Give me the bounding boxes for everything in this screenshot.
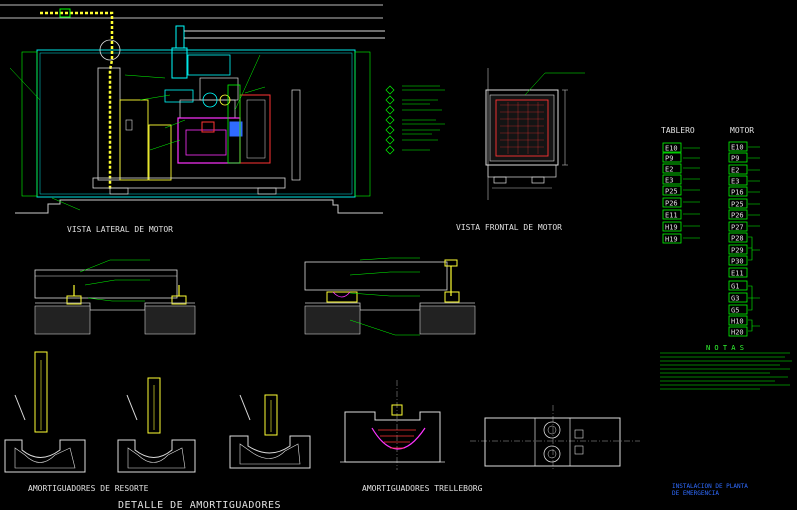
nomenclature [385, 85, 445, 155]
motor-code: H20 [731, 329, 744, 337]
motor-code: G3 [731, 295, 739, 303]
tablero-code: P9 [665, 155, 673, 163]
tablero-box [662, 197, 682, 208]
motor-box [728, 209, 748, 220]
motor-code: P16 [731, 189, 744, 197]
trelleborg-dampers [340, 380, 640, 470]
plant-title-line1: INSTALACION DE PLANTA [672, 483, 748, 490]
motor-box [728, 326, 748, 337]
tablero-box [662, 152, 682, 163]
motor-box [728, 152, 748, 163]
motor-code: G5 [731, 307, 739, 315]
motor-code: P30 [731, 258, 744, 266]
tablero-box [662, 163, 682, 174]
tablero-code: E3 [665, 177, 673, 185]
tablero-code: H19 [665, 236, 678, 244]
motor-box [728, 164, 748, 175]
motor-box [728, 267, 748, 278]
tablero-box [662, 233, 682, 244]
motor-box [728, 315, 748, 326]
motor-code: E3 [731, 178, 739, 186]
motor-code: P27 [731, 224, 744, 232]
notes-block [660, 352, 792, 390]
motor-header: MOTOR [730, 126, 754, 135]
tablero-box [662, 209, 682, 220]
tablero-header: TABLERO [661, 126, 695, 135]
tablero-box [662, 174, 682, 185]
notes-header: N O T A S [706, 344, 744, 352]
connector-lines [683, 146, 760, 332]
frontal-view-title: VISTA FRONTAL DE MOTOR [456, 223, 562, 232]
spring-dampers-title: AMORTIGUADORES DE RESORTE [28, 484, 149, 493]
support-section-right [304, 257, 476, 336]
motor-code: P28 [731, 235, 744, 243]
motor-box [728, 232, 748, 243]
tablero-code: H19 [665, 224, 678, 232]
tablero-code: E10 [665, 145, 678, 153]
motor-box [728, 255, 748, 266]
tablero-box [662, 185, 682, 196]
motor-code: E11 [731, 270, 744, 278]
motor-box [728, 304, 748, 315]
motor-box [728, 141, 748, 152]
motor-code: P29 [731, 247, 744, 255]
spring-dampers [4, 351, 311, 473]
tablero-code: E11 [665, 212, 678, 220]
frontal-view [485, 68, 585, 200]
motor-box [728, 244, 748, 255]
lateral-view-title: VISTA LATERAL DE MOTOR [67, 225, 173, 234]
motor-box [728, 186, 748, 197]
motor-code: E2 [731, 167, 739, 175]
motor-box [728, 175, 748, 186]
motor-code: H10 [731, 318, 744, 326]
tablero-box [662, 142, 682, 153]
motor-code: G1 [731, 283, 739, 291]
motor-box [728, 198, 748, 209]
detail-title: DETALLE DE AMORTIGUADORES [118, 500, 281, 510]
motor-code: P25 [731, 201, 744, 209]
motor-code: E10 [731, 144, 744, 152]
lateral-view [0, 4, 385, 214]
motor-code: P9 [731, 155, 739, 163]
motor-box [728, 280, 748, 291]
support-section-left [34, 259, 196, 335]
motor-box [728, 221, 748, 232]
tablero-code: E2 [665, 166, 673, 174]
tablero-box [662, 221, 682, 232]
trelleborg-title: AMORTIGUADORES TRELLEBORG [362, 484, 483, 493]
motor-box [728, 292, 748, 303]
motor-boxes: E10P9E2E3P16P25P26P27P28P29P30E11G1G3G5H… [728, 141, 748, 337]
plant-title-line2: DE EMERGENCIA [672, 490, 719, 497]
tablero-code: P26 [665, 200, 678, 208]
motor-code: P26 [731, 212, 744, 220]
tablero-code: P25 [665, 188, 678, 196]
